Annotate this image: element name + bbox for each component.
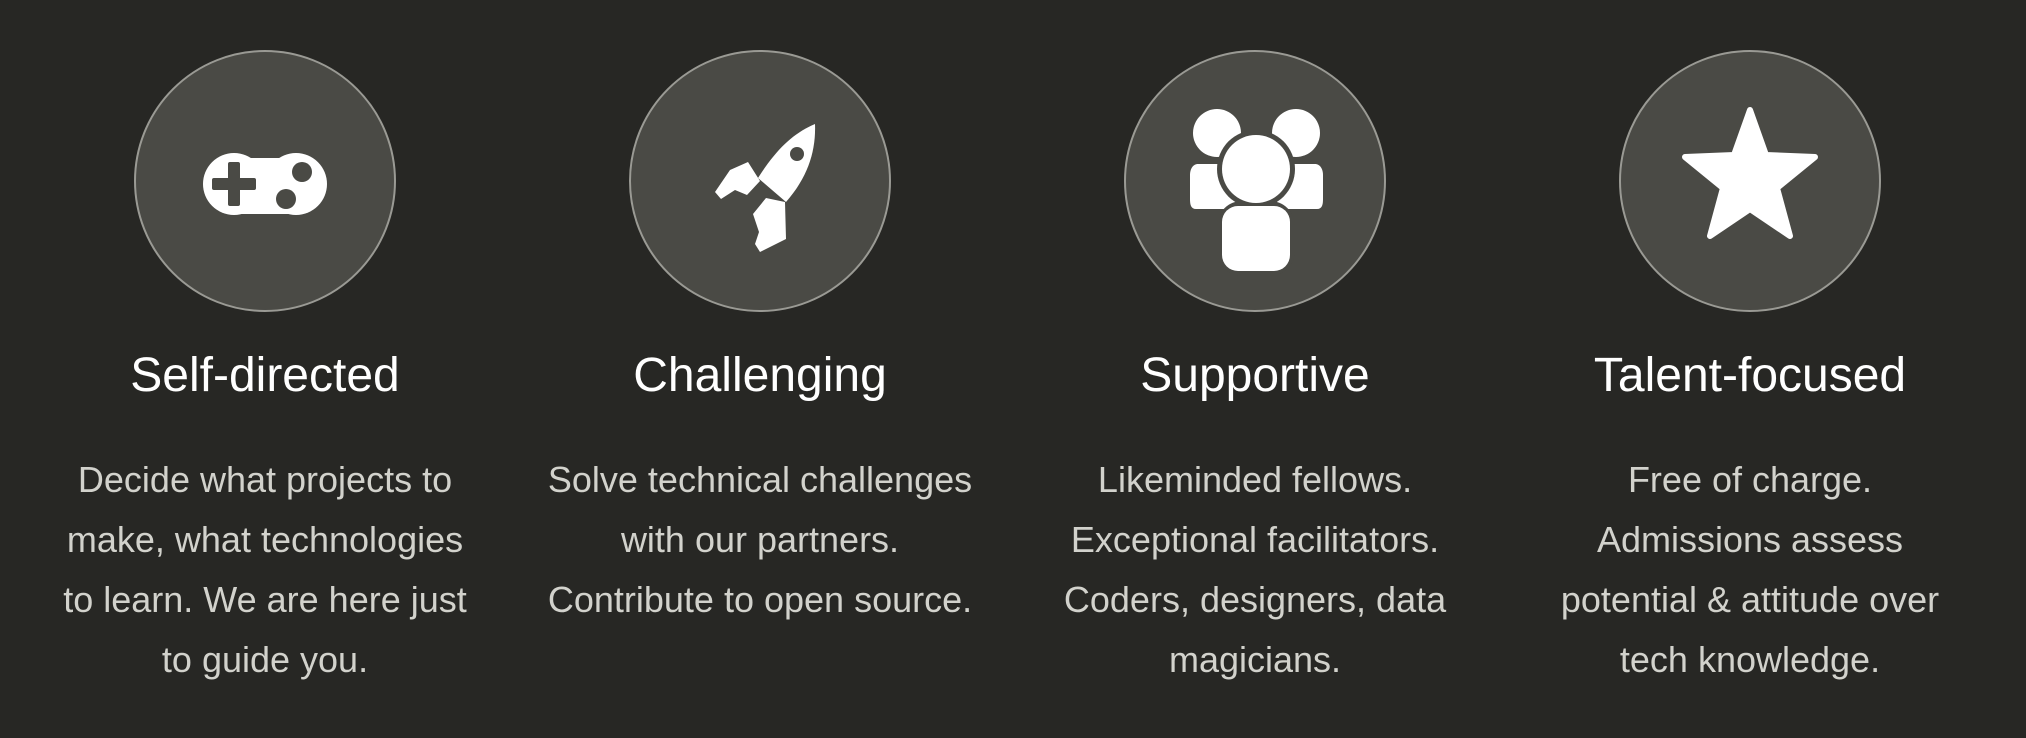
- feature-description: Likeminded fellows. Exceptional facilita…: [1063, 459, 1447, 680]
- rocket-icon: [629, 50, 891, 312]
- feature-title: Talent-focused: [1593, 349, 1907, 402]
- star-icon: [1619, 50, 1881, 312]
- feature-title: Self-directed: [130, 349, 400, 402]
- users-icon: [1124, 50, 1386, 312]
- feature-title: Challenging: [633, 349, 887, 402]
- gamepad-icon: [134, 50, 396, 312]
- feature-title: Supportive: [1140, 349, 1370, 402]
- feature-description: Free of charge. Admissions assess potent…: [1560, 459, 1940, 680]
- feature-description: Decide what projects to make, what techn…: [63, 459, 467, 680]
- feature-description: Solve technical challenges with our part…: [547, 459, 973, 620]
